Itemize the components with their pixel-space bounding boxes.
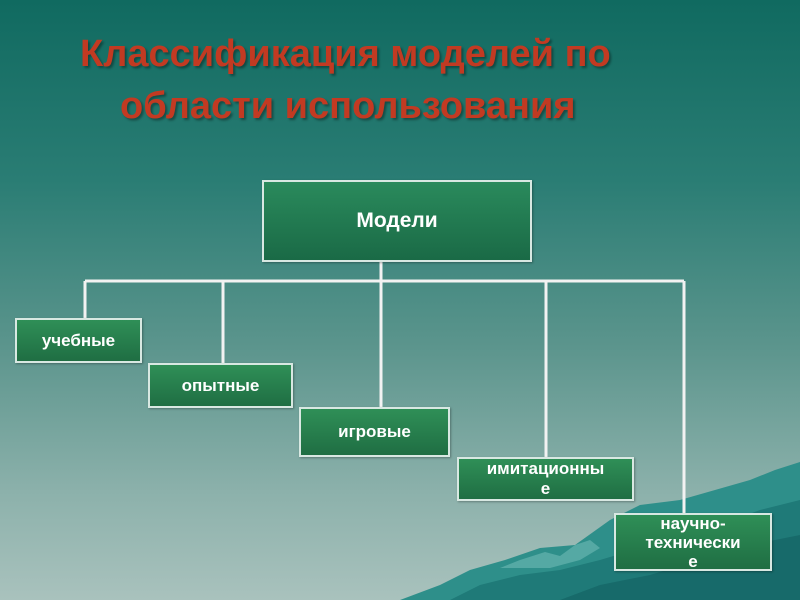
node-label-line-2: технически [645,532,741,552]
node-experimental: опытные [148,363,293,408]
title-line-1: Классификация моделей по [80,33,611,75]
root-node-label: Модели [356,209,438,232]
node-label-line-1: научно- [660,513,726,533]
node-simulation: имитационны е [457,457,634,501]
node-label-line-1: имитационны [486,459,605,478]
title-line-2: области использования [120,85,576,127]
node-scientific-technical: научно- технически е [614,513,772,571]
node-educational: учебные [15,318,142,363]
slide-title: Классификация моделей по области использ… [70,28,730,132]
node-label-line-3: е [688,551,698,571]
node-game: игровые [299,407,450,457]
root-node-models: Модели [262,180,532,262]
node-label-line-2: е [540,479,551,498]
node-label: опытные [181,375,260,395]
node-label: игровые [338,422,411,441]
node-label: учебные [41,330,116,350]
